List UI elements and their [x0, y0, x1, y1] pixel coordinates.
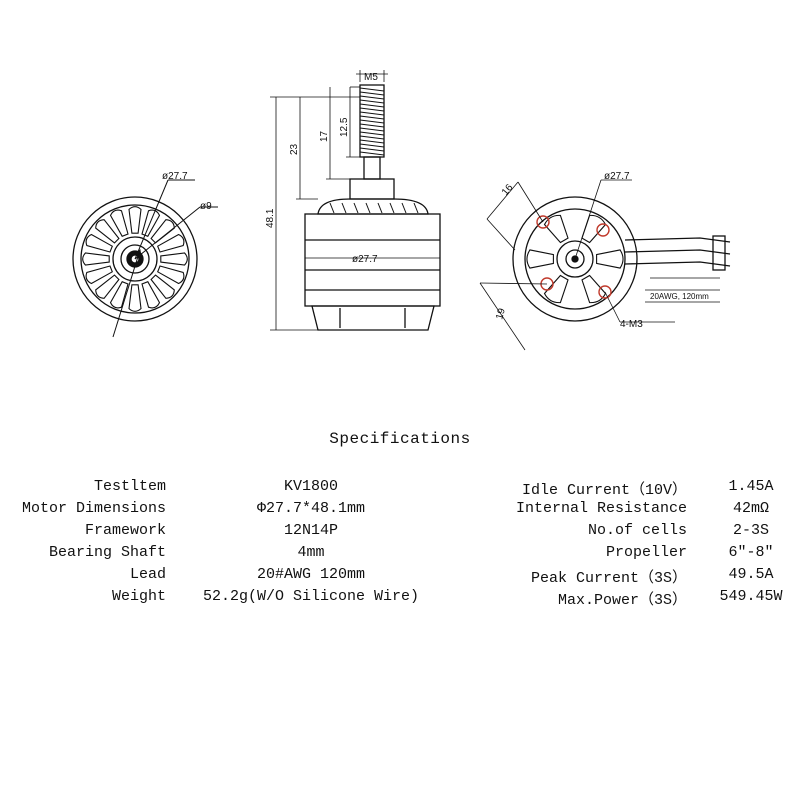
dim-shaft-thread: M5	[364, 72, 378, 83]
bell-vents	[329, 202, 419, 214]
dim-hole-spacing-19: 19	[494, 307, 508, 321]
spec-label-right: Peak Current（3S）	[530, 570, 687, 587]
spec-label: Bearing Shaft	[48, 544, 166, 561]
spec-label: Testltem	[93, 478, 166, 495]
dim-hole-spacing-16: 16	[500, 182, 516, 198]
dim-back-diameter: ø27.7	[604, 171, 630, 182]
dim-shaft-length: 17	[319, 130, 330, 142]
dim-lead-wire: 20AWG, 120mm	[650, 292, 709, 301]
dim-thread-length: 12.5	[339, 117, 350, 137]
spec-label: Framework	[84, 522, 166, 539]
motor-technical-drawing: ø27.7 ø9 M5 12.5	[72, 70, 731, 351]
spec-row: Motor Dimensions Φ27.7*48.1mm Internal R…	[21, 500, 770, 517]
back-view	[479, 179, 731, 351]
dim-mount-holes: 4-M3	[620, 319, 643, 330]
side-view	[270, 70, 441, 331]
spec-row: Bearing Shaft 4mm Propeller 6″-8″	[48, 544, 774, 561]
spec-label-right: Propeller	[605, 544, 687, 561]
spec-label-right: Internal Resistance	[515, 500, 687, 517]
front-view	[72, 179, 218, 338]
spec-label: Lead	[129, 566, 166, 583]
spec-label-right: Idle Current（10V）	[521, 482, 687, 499]
shaft-threads	[359, 87, 385, 156]
spec-row: Weight 52.2g(W/O Silicone Wire) Max.Powe…	[111, 588, 783, 609]
spec-label-right: Max.Power（3S）	[557, 592, 687, 609]
dim-total-height: 48.1	[265, 208, 276, 228]
dim-front-diameter: ø27.7	[162, 171, 188, 182]
dim-top-height: 23	[289, 143, 300, 155]
dim-shaft-diameter: ø9	[200, 201, 212, 212]
spec-row: Framework 12N14P No.of cells 2-3S	[84, 522, 770, 539]
spec-label: Motor Dimensions	[21, 500, 166, 517]
spec-label-right: No.of cells	[587, 522, 687, 539]
specs-title: Specifications	[329, 430, 471, 448]
dim-body-diameter: ø27.7	[352, 254, 378, 265]
spec-row: Testltem KV1800 Idle Current（10V） 1.45A	[93, 478, 774, 499]
spec-row: Lead 20#AWG 120mm Peak Current（3S） 49.5A	[129, 566, 774, 587]
spec-label: Weight	[111, 588, 166, 605]
